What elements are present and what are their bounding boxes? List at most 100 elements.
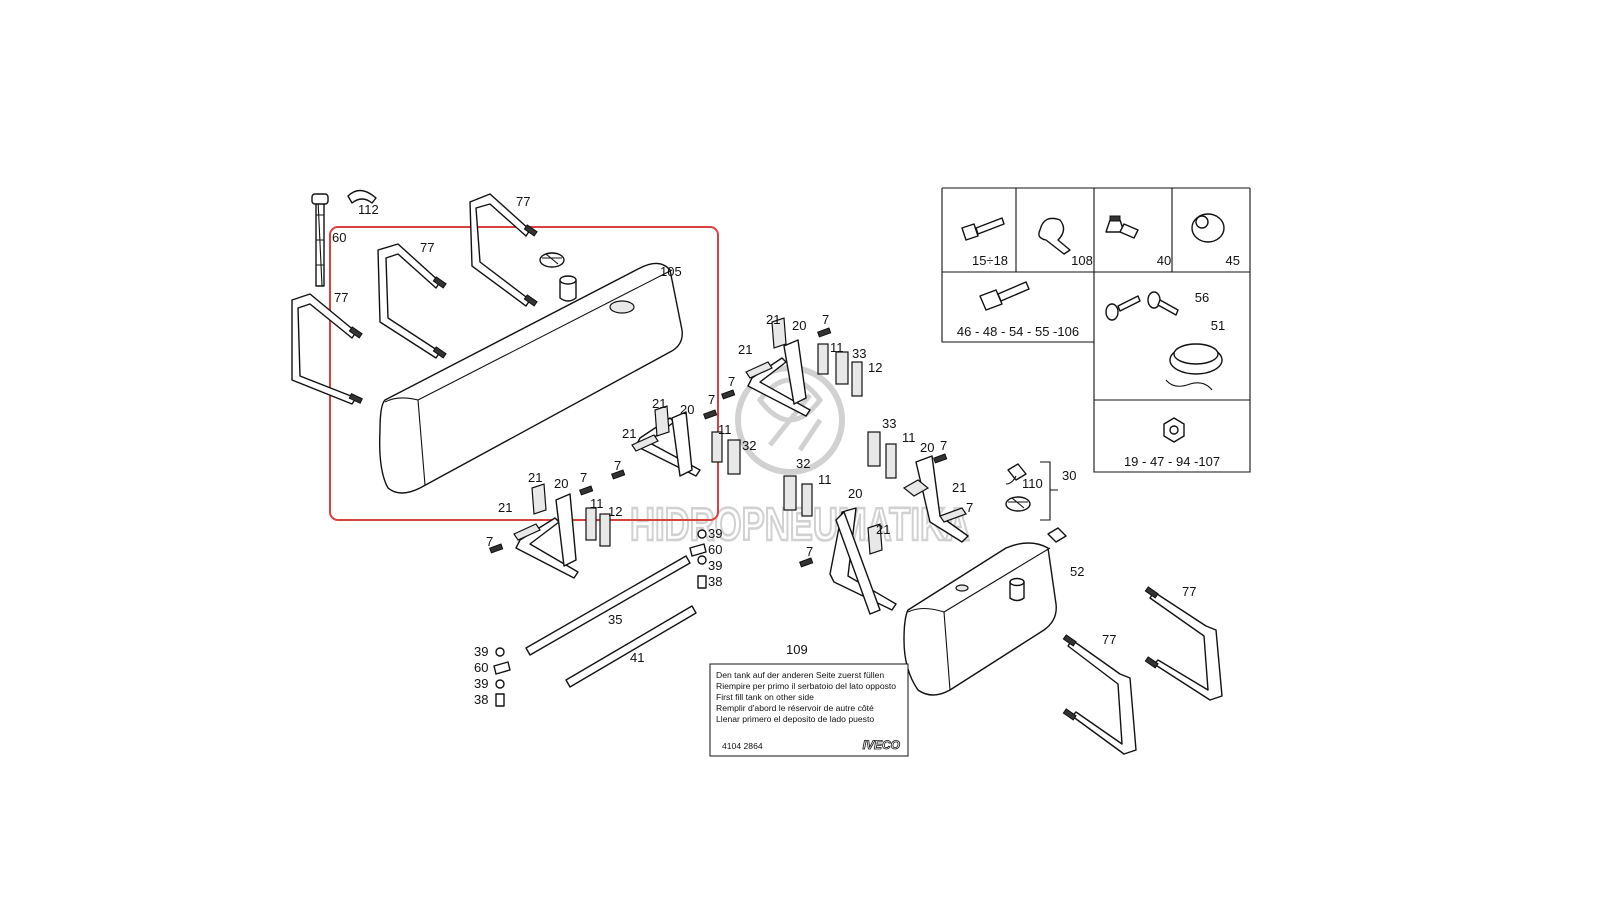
callout-number: 21 xyxy=(528,470,542,485)
callout-number: 35 xyxy=(608,612,622,627)
fuel-pipe xyxy=(525,555,697,688)
callout-number: 60 xyxy=(708,542,722,557)
u-bolt-strap xyxy=(291,293,363,405)
callout-number: 77 xyxy=(420,240,434,255)
u-bolt-strap xyxy=(377,243,447,359)
callout-number: 110 xyxy=(1022,476,1043,491)
callout-number: 60 xyxy=(474,660,488,675)
filler-cap-assembly xyxy=(1005,461,1067,543)
tank-bracket xyxy=(513,483,579,579)
warning-line: First fill tank on other side xyxy=(716,692,814,702)
callout-number: 20 xyxy=(920,440,934,455)
fittings-upper xyxy=(689,529,707,589)
callout-number: 7 xyxy=(806,544,813,559)
parts-table: 15÷18 108 40 45 46 - 48 - 54 - 55 -106 5… xyxy=(941,187,1251,473)
callout-number: 11 xyxy=(718,422,732,437)
callout-number: 7 xyxy=(966,500,973,515)
tank-bracket xyxy=(745,317,811,417)
warning-line: Llenar primero el deposito de lado puest… xyxy=(716,714,874,724)
callout-number: 109 xyxy=(786,642,808,657)
callout-number: 7 xyxy=(486,534,493,549)
callout-number: 60 xyxy=(332,230,346,245)
rubber-pads xyxy=(585,343,897,547)
callout-number: 21 xyxy=(622,426,636,441)
tank-bracket xyxy=(631,405,701,477)
u-bolt-strap xyxy=(1144,586,1223,701)
callout-number: 32 xyxy=(742,438,756,453)
warning-line: Den tank auf der anderen Seite zuerst fü… xyxy=(716,670,884,680)
callout-number: 11 xyxy=(818,472,832,487)
table-cell-label: 56 xyxy=(1195,290,1209,305)
callout-number: 20 xyxy=(554,476,568,491)
watermark: HIDROPNEUMATIKA xyxy=(629,365,971,551)
filler-neck-icon xyxy=(559,279,577,302)
callout-number: 77 xyxy=(516,194,530,209)
hex-bolt-icon xyxy=(979,281,1030,311)
callout-numbers: 112 60 77 77 77 105 21 20 7 11 33 12 7 2… xyxy=(332,194,1196,707)
callout-number: 21 xyxy=(952,480,966,495)
callout-number: 11 xyxy=(590,496,604,511)
callout-number: 7 xyxy=(728,374,735,389)
table-cell-label: 46 - 48 - 54 - 55 -106 xyxy=(957,324,1079,339)
callout-number: 21 xyxy=(498,500,512,515)
callout-number: 21 xyxy=(652,396,666,411)
callout-number: 112 xyxy=(358,202,379,217)
table-cell-label: 40 xyxy=(1157,253,1171,268)
fuel-sender-unit xyxy=(311,189,377,287)
callout-number: 30 xyxy=(1062,468,1076,483)
u-bolt-strap xyxy=(469,193,538,307)
brand-logo: IVECO xyxy=(863,738,901,752)
bushing-icon xyxy=(1191,213,1225,243)
callout-number: 11 xyxy=(902,430,916,445)
callout-number: 32 xyxy=(796,456,810,471)
callout-number: 21 xyxy=(738,342,752,357)
table-cell-label: 19 - 47 - 94 -107 xyxy=(1124,454,1220,469)
bolt-icon xyxy=(961,217,1005,241)
nut-icon xyxy=(1163,417,1185,443)
hose-icon xyxy=(347,189,377,204)
table-cell-label: 15÷18 xyxy=(972,253,1008,268)
small-bolts xyxy=(489,327,948,568)
callout-number: 11 xyxy=(830,340,844,355)
callout-number: 7 xyxy=(940,438,947,453)
table-cell-label: 108 xyxy=(1071,253,1093,268)
tank-sender-icon xyxy=(609,300,635,314)
u-bolt-strap xyxy=(1062,634,1137,755)
clamp-icon xyxy=(1038,217,1071,255)
callout-number: 38 xyxy=(708,574,722,589)
callout-number: 20 xyxy=(848,486,862,501)
warning-label: Den tank auf der anderen Seite zuerst fü… xyxy=(709,663,909,757)
callout-number: 39 xyxy=(474,644,488,659)
watermark-text: HIDROPNEUMATIKA xyxy=(630,498,970,550)
label-part-number: 4104 2864 xyxy=(722,741,763,751)
callout-number: 77 xyxy=(1182,584,1196,599)
main-fuel-tank xyxy=(378,252,683,494)
callout-number: 12 xyxy=(868,360,882,375)
fittings-lower xyxy=(493,647,511,707)
callout-number: 38 xyxy=(474,692,488,707)
warning-line: Remplir d'abord le réservoir de autre cô… xyxy=(716,703,874,713)
callout-number: 33 xyxy=(882,416,896,431)
callout-number: 77 xyxy=(1102,632,1116,647)
table-cell-label: 51 xyxy=(1211,318,1225,333)
key-icon xyxy=(1105,291,1179,321)
callout-number: 7 xyxy=(822,312,829,327)
callout-number: 21 xyxy=(876,522,890,537)
sensor-icon xyxy=(1105,215,1139,239)
callout-number: 12 xyxy=(608,504,622,519)
callout-number: 39 xyxy=(708,558,722,573)
locking-cap-icon xyxy=(1165,343,1223,391)
table-cell-label: 45 xyxy=(1226,253,1240,268)
callout-number: 20 xyxy=(680,402,694,417)
warning-line: Riempire per primo il serbatoio del lato… xyxy=(716,681,896,691)
callout-number: 7 xyxy=(614,458,621,473)
tank-bracket xyxy=(829,507,897,615)
callout-number: 39 xyxy=(708,526,722,541)
cap-icon xyxy=(539,252,565,268)
callout-number: 7 xyxy=(580,470,587,485)
callout-number: 41 xyxy=(630,650,644,665)
callout-number: 52 xyxy=(1070,564,1084,579)
callout-number: 7 xyxy=(708,392,715,407)
callout-number: 39 xyxy=(474,676,488,691)
